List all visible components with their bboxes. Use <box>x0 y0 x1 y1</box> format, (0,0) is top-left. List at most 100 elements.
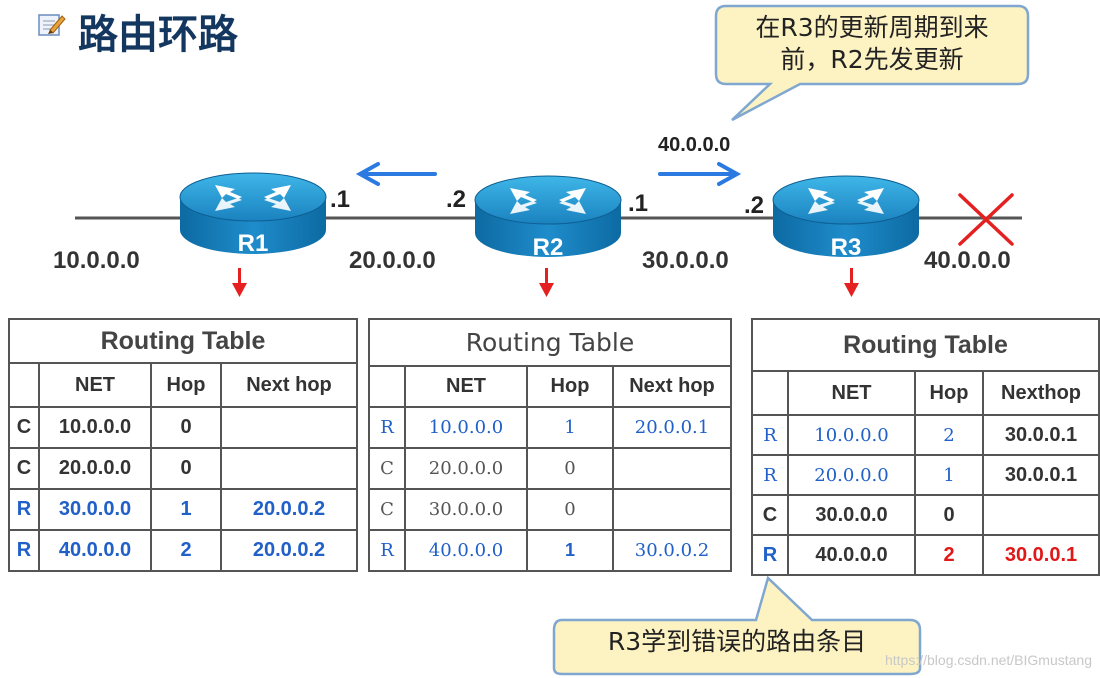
route-net: 40.0.0.0 <box>404 529 528 572</box>
route-next-hop <box>982 494 1100 536</box>
table-row: C 30.0.0.0 0 <box>751 494 1100 536</box>
network-label: 10.0.0.0 <box>53 247 140 274</box>
route-type: R <box>751 454 789 496</box>
route-next-hop: 20.0.0.2 <box>220 529 358 572</box>
arrow-right-icon <box>658 162 742 186</box>
col-header: NET <box>38 362 152 408</box>
route-net: 40.0.0.0 <box>787 534 916 576</box>
routing-table-r2: Routing Table NET Hop Next hop R 10.0.0.… <box>368 318 732 572</box>
router-r2-label: R2 <box>532 234 564 261</box>
route-hop: 2 <box>914 534 984 576</box>
route-next-hop: 30.0.0.1 <box>982 534 1100 576</box>
table-row: R 10.0.0.0 2 30.0.0.1 <box>751 414 1100 456</box>
route-type: R <box>751 414 789 456</box>
arrow-down-icon <box>844 268 859 297</box>
advertised-network-label: 40.0.0.0 <box>658 134 731 156</box>
col-header: Next hop <box>612 365 732 408</box>
router-r1-icon <box>179 172 327 254</box>
routing-table-title: Routing Table <box>8 318 358 364</box>
route-type: C <box>751 494 789 536</box>
if-r2-right: .1 <box>628 190 649 217</box>
route-next-hop: 20.0.0.2 <box>220 488 358 531</box>
route-type: R <box>751 534 789 576</box>
route-net: 30.0.0.0 <box>404 488 528 531</box>
table-row: R 30.0.0.0 1 20.0.0.2 <box>8 488 358 531</box>
route-net: 10.0.0.0 <box>38 406 152 449</box>
routing-table-title: Routing Table <box>751 318 1100 372</box>
col-header <box>8 362 40 408</box>
route-next-hop <box>612 488 732 531</box>
col-header: NET <box>404 365 528 408</box>
route-net: 30.0.0.0 <box>787 494 916 536</box>
callout-top-line1: 在R3的更新周期到来 <box>755 13 989 42</box>
table-row: R 10.0.0.0 1 20.0.0.1 <box>368 406 732 449</box>
notepad-icon <box>38 14 66 36</box>
route-hop: 0 <box>150 406 222 449</box>
route-hop: 2 <box>914 414 984 456</box>
route-hop: 1 <box>526 529 614 572</box>
route-hop: 0 <box>526 488 614 531</box>
route-hop: 0 <box>526 447 614 490</box>
route-type: C <box>368 447 406 490</box>
col-header <box>368 365 406 408</box>
callout-top-bubble <box>714 4 1030 122</box>
if-r3-left: .2 <box>744 192 765 219</box>
route-net: 20.0.0.0 <box>38 447 152 490</box>
col-header: Next hop <box>220 362 358 408</box>
route-hop: 2 <box>150 529 222 572</box>
arrow-down-icon <box>539 268 554 297</box>
router-r1-label: R1 <box>237 230 269 257</box>
router-r2-icon <box>474 175 622 257</box>
callout-bottom-bubble <box>552 576 922 676</box>
if-r2-left: .2 <box>446 186 467 213</box>
route-hop: 1 <box>526 406 614 449</box>
route-net: 20.0.0.0 <box>404 447 528 490</box>
callout-top-line2: 前，R2先发更新 <box>780 45 964 74</box>
table-row: C 30.0.0.0 0 <box>368 488 732 531</box>
route-net: 30.0.0.0 <box>38 488 152 531</box>
router-r3-label: R3 <box>830 234 862 261</box>
route-next-hop: 30.0.0.1 <box>982 414 1100 456</box>
table-row: R 40.0.0.0 2 30.0.0.1 <box>751 534 1100 576</box>
routing-table-title: Routing Table <box>368 318 732 367</box>
arrow-down-icon <box>232 268 247 297</box>
route-net: 20.0.0.0 <box>787 454 916 496</box>
route-type: C <box>8 406 40 449</box>
col-header: Nexthop <box>982 370 1100 416</box>
route-type: C <box>8 447 40 490</box>
page-title: 路由环路 <box>78 12 238 58</box>
col-header <box>751 370 789 416</box>
route-next-hop <box>612 447 732 490</box>
table-row: R 40.0.0.0 1 30.0.0.2 <box>368 529 732 572</box>
route-next-hop: 30.0.0.1 <box>982 454 1100 496</box>
watermark: https://blog.csdn.net/BIGmustang <box>884 652 1092 668</box>
route-next-hop: 20.0.0.1 <box>612 406 732 449</box>
route-hop: 0 <box>150 447 222 490</box>
route-net: 10.0.0.0 <box>404 406 528 449</box>
route-hop: 1 <box>914 454 984 496</box>
col-header: Hop <box>526 365 614 408</box>
route-hop: 1 <box>150 488 222 531</box>
route-type: R <box>8 529 40 572</box>
routing-table-r1: Routing Table NET Hop Next hop C 10.0.0.… <box>8 318 358 572</box>
routing-table-r3: Routing Table NET Hop Nexthop R 10.0.0.0… <box>751 318 1100 576</box>
network-diagram <box>75 162 1022 297</box>
table-row: C 10.0.0.0 0 <box>8 406 358 449</box>
table-row: C 20.0.0.0 0 <box>368 447 732 490</box>
route-net: 10.0.0.0 <box>787 414 916 456</box>
callout-top-text: 在R3的更新周期到来 前，R2先发更新 <box>716 12 1028 76</box>
route-type: R <box>368 529 406 572</box>
table-row: R 20.0.0.0 1 30.0.0.1 <box>751 454 1100 496</box>
route-hop: 0 <box>914 494 984 536</box>
route-type: R <box>368 406 406 449</box>
table-row: R 40.0.0.0 2 20.0.0.2 <box>8 529 358 572</box>
link-failure-icon <box>958 193 1014 246</box>
route-type: C <box>368 488 406 531</box>
arrow-left-icon <box>355 162 437 186</box>
route-next-hop <box>220 406 358 449</box>
route-next-hop: 30.0.0.2 <box>612 529 732 572</box>
col-header: Hop <box>914 370 984 416</box>
route-type: R <box>8 488 40 531</box>
if-r1-right: .1 <box>330 186 351 213</box>
network-label: 40.0.0.0 <box>924 247 1011 274</box>
